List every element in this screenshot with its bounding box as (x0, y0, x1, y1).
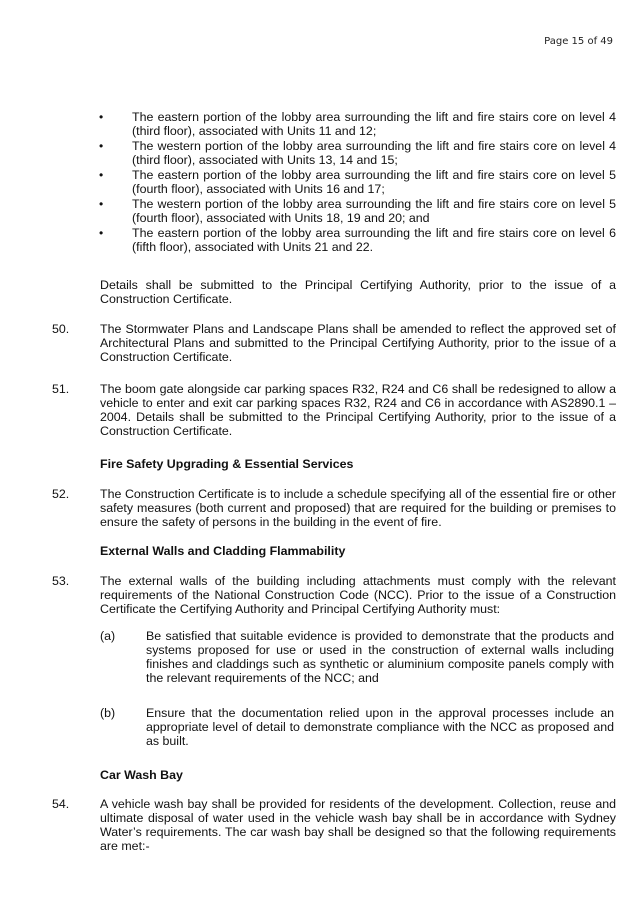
subitem-text: Be satisfied that suitable evidence is p… (146, 629, 614, 685)
list-item: • The western portion of the lobby area … (96, 139, 616, 167)
details-paragraph: Details shall be submitted to the Princi… (100, 278, 616, 306)
condition-53: 53. The external walls of the building i… (52, 574, 616, 616)
list-item: • The western portion of the lobby area … (96, 197, 616, 225)
heading-car-wash-bay: Car Wash Bay (100, 768, 183, 782)
heading-fire-safety: Fire Safety Upgrading & Essential Servic… (100, 457, 354, 471)
list-item-text: The eastern portion of the lobby area su… (132, 226, 616, 254)
page-number: Page 15 of 49 (544, 36, 613, 47)
list-item-text: The western portion of the lobby area su… (132, 197, 616, 225)
condition-text: The Stormwater Plans and Landscape Plans… (100, 322, 616, 364)
heading-external-walls: External Walls and Cladding Flammability (100, 544, 346, 558)
condition-text: The external walls of the building inclu… (100, 574, 616, 616)
condition-number: 52. (52, 487, 70, 501)
condition-number: 50. (52, 322, 70, 336)
condition-text: The Construction Certificate is to inclu… (100, 487, 616, 529)
condition-51: 51. The boom gate alongside car parking … (52, 382, 616, 438)
condition-52: 52. The Construction Certificate is to i… (52, 487, 616, 529)
condition-text: A vehicle wash bay shall be provided for… (100, 797, 616, 853)
subitem-text: Ensure that the documentation relied upo… (146, 706, 614, 748)
condition-54: 54. A vehicle wash bay shall be provided… (52, 797, 616, 853)
lobby-bullet-list: • The eastern portion of the lobby area … (96, 110, 616, 255)
condition-number: 54. (52, 797, 70, 811)
subitem-b: (b) Ensure that the documentation relied… (100, 706, 616, 748)
list-item-text: The eastern portion of the lobby area su… (132, 168, 616, 196)
list-item: • The eastern portion of the lobby area … (96, 226, 616, 254)
condition-text: The boom gate alongside car parking spac… (100, 382, 616, 438)
condition-number: 51. (52, 382, 70, 396)
list-item: • The eastern portion of the lobby area … (96, 168, 616, 196)
list-item-text: The eastern portion of the lobby area su… (132, 110, 616, 138)
bullet-icon: • (99, 197, 104, 211)
condition-number: 53. (52, 574, 70, 588)
bullet-icon: • (99, 139, 104, 153)
list-item-text: The western portion of the lobby area su… (132, 139, 616, 167)
subitem-label: (a) (100, 629, 116, 643)
condition-50: 50. The Stormwater Plans and Landscape P… (52, 322, 616, 364)
subitem-a: (a) Be satisfied that suitable evidence … (100, 629, 616, 685)
bullet-icon: • (99, 110, 104, 124)
subitem-label: (b) (100, 706, 116, 720)
bullet-icon: • (99, 168, 104, 182)
bullet-icon: • (99, 226, 104, 240)
list-item: • The eastern portion of the lobby area … (96, 110, 616, 138)
